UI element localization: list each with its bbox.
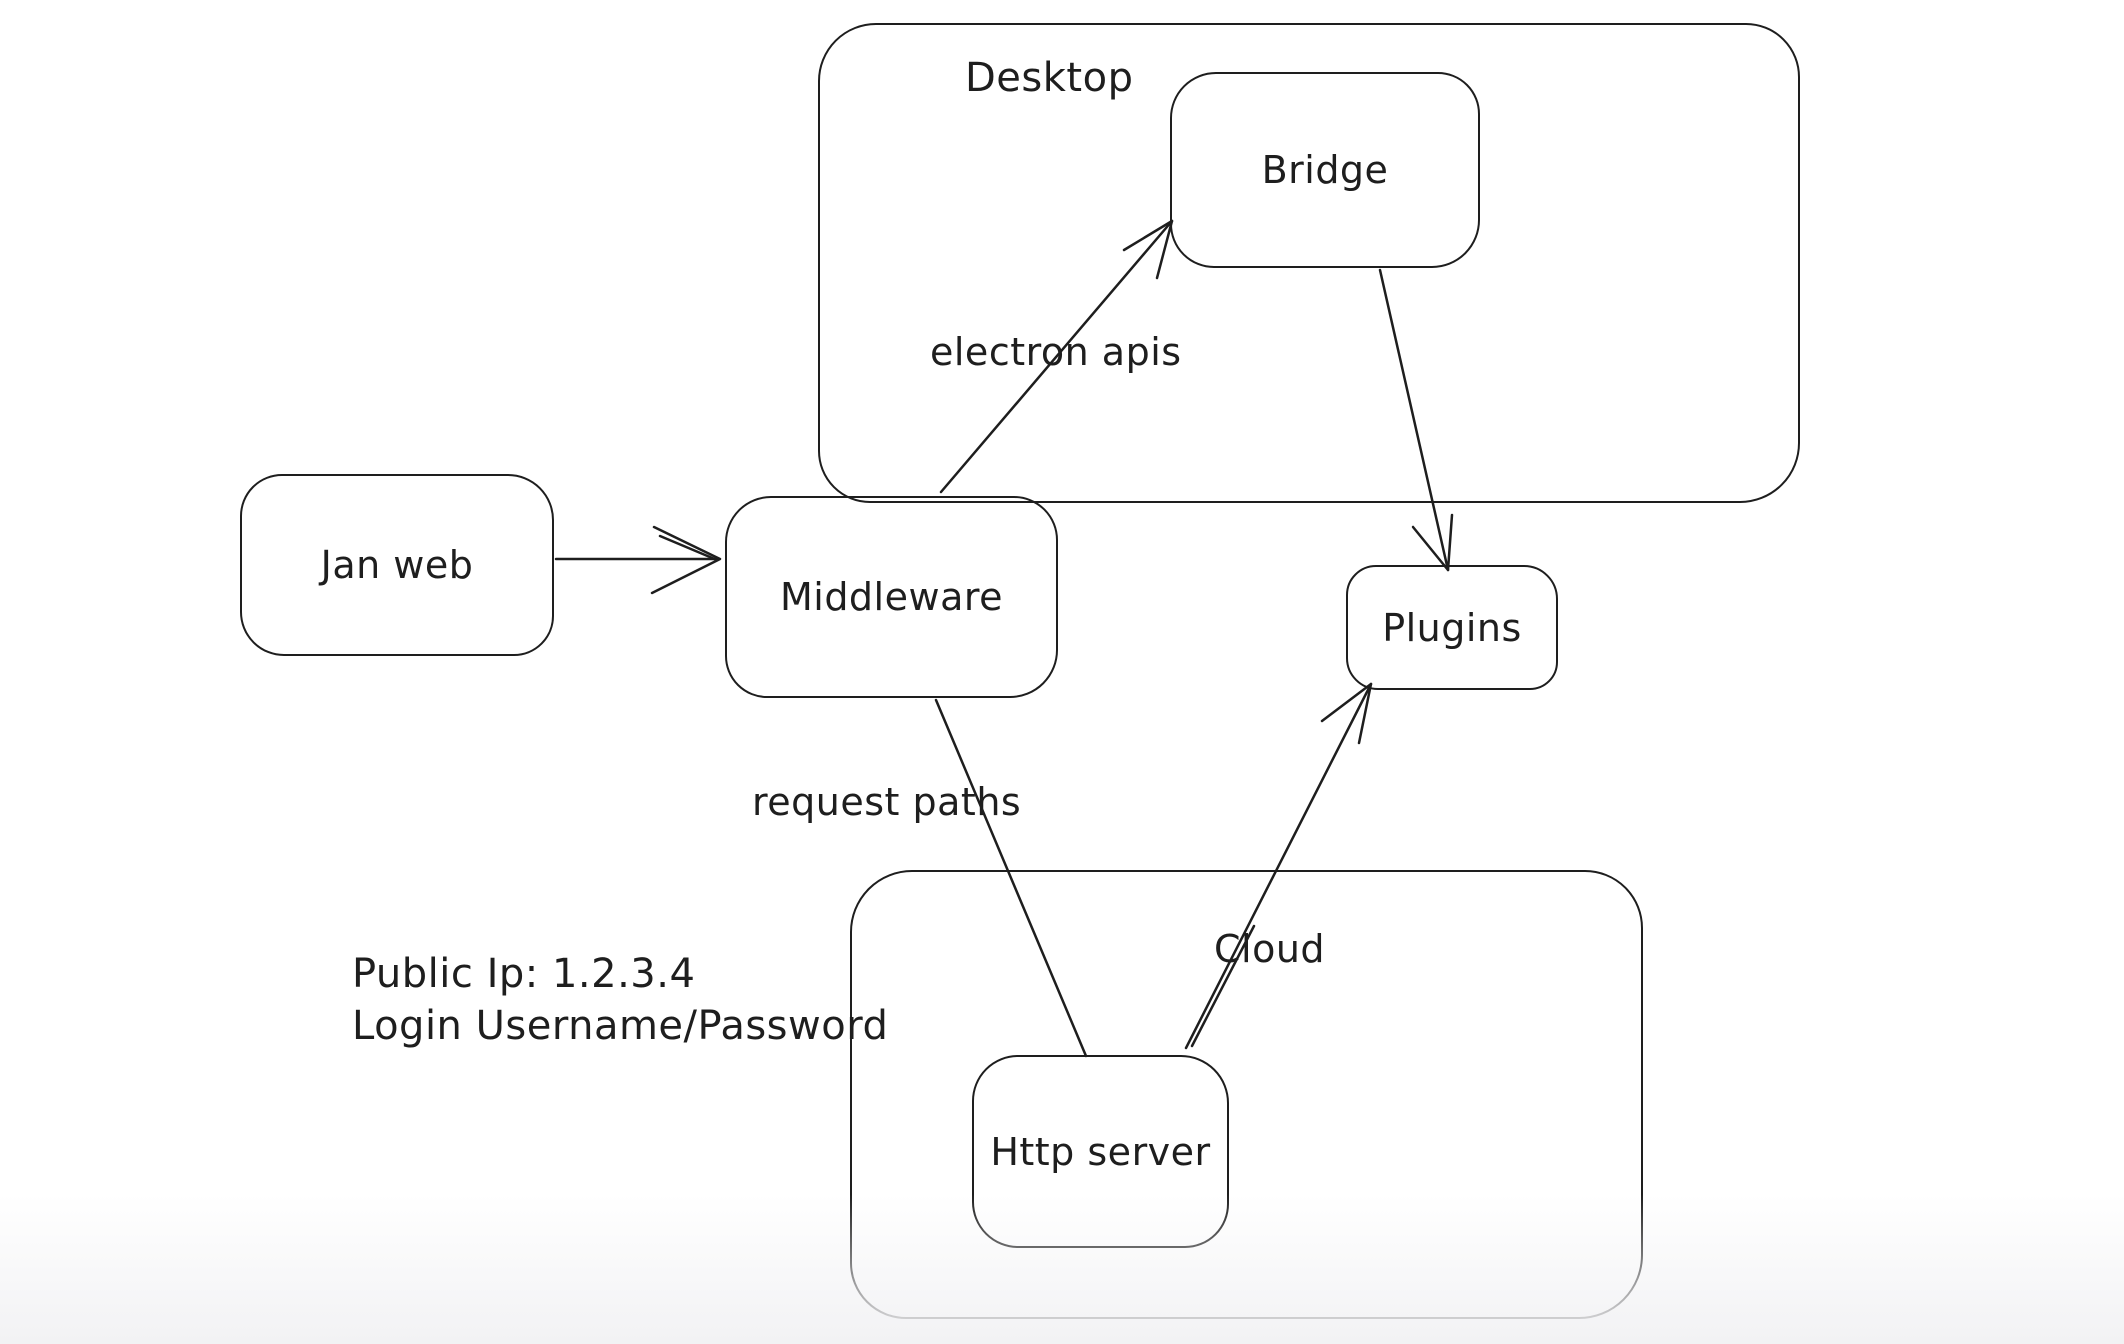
login-line: Login Username/Password [352, 1003, 889, 1049]
line-middleware-to-httpserver[interactable] [934, 698, 1088, 1058]
arrow-httpserver-to-plugins[interactable] [1184, 682, 1373, 1050]
cloud-credentials-note[interactable]: Public Ip: 1.2.3.4 Login Username/Passwo… [352, 948, 888, 1052]
arrowhead-janweb-to-middleware-sketch [658, 534, 719, 562]
bridge-label: Bridge [1261, 148, 1389, 192]
group-box-desktop[interactable]: Desktop [818, 23, 1800, 503]
plugins-label: Plugins [1382, 605, 1522, 650]
arrow-httpserver-to-plugins-sketch [1190, 924, 1256, 1048]
node-plugins[interactable]: Plugins [1346, 565, 1558, 690]
arrow-middleware-to-bridge[interactable] [939, 219, 1174, 494]
arrow-bridge-to-plugins[interactable] [1378, 268, 1450, 572]
jan-web-label: Jan web [320, 543, 474, 587]
group-box-cloud[interactable]: Cloud [850, 870, 1643, 1319]
node-http-server[interactable]: Http server [972, 1055, 1229, 1248]
node-bridge[interactable]: Bridge [1170, 72, 1480, 268]
middleware-label: Middleware [779, 575, 1004, 619]
http-server-label: Http server [990, 1129, 1211, 1174]
node-middleware[interactable]: Middleware [725, 496, 1058, 698]
cloud-label: Cloud [1214, 927, 1326, 971]
edge-label-request-paths[interactable]: request paths [752, 780, 1022, 824]
desktop-label: Desktop [965, 55, 1134, 101]
node-jan-web[interactable]: Jan web [240, 474, 554, 656]
public-ip-line: Public Ip: 1.2.3.4 [352, 951, 696, 997]
arrowhead-janweb-to-middleware [650, 525, 722, 595]
edge-label-electron-apis[interactable]: electron apis [930, 330, 1182, 374]
arrowhead-bridge-to-plugins [1411, 513, 1454, 572]
